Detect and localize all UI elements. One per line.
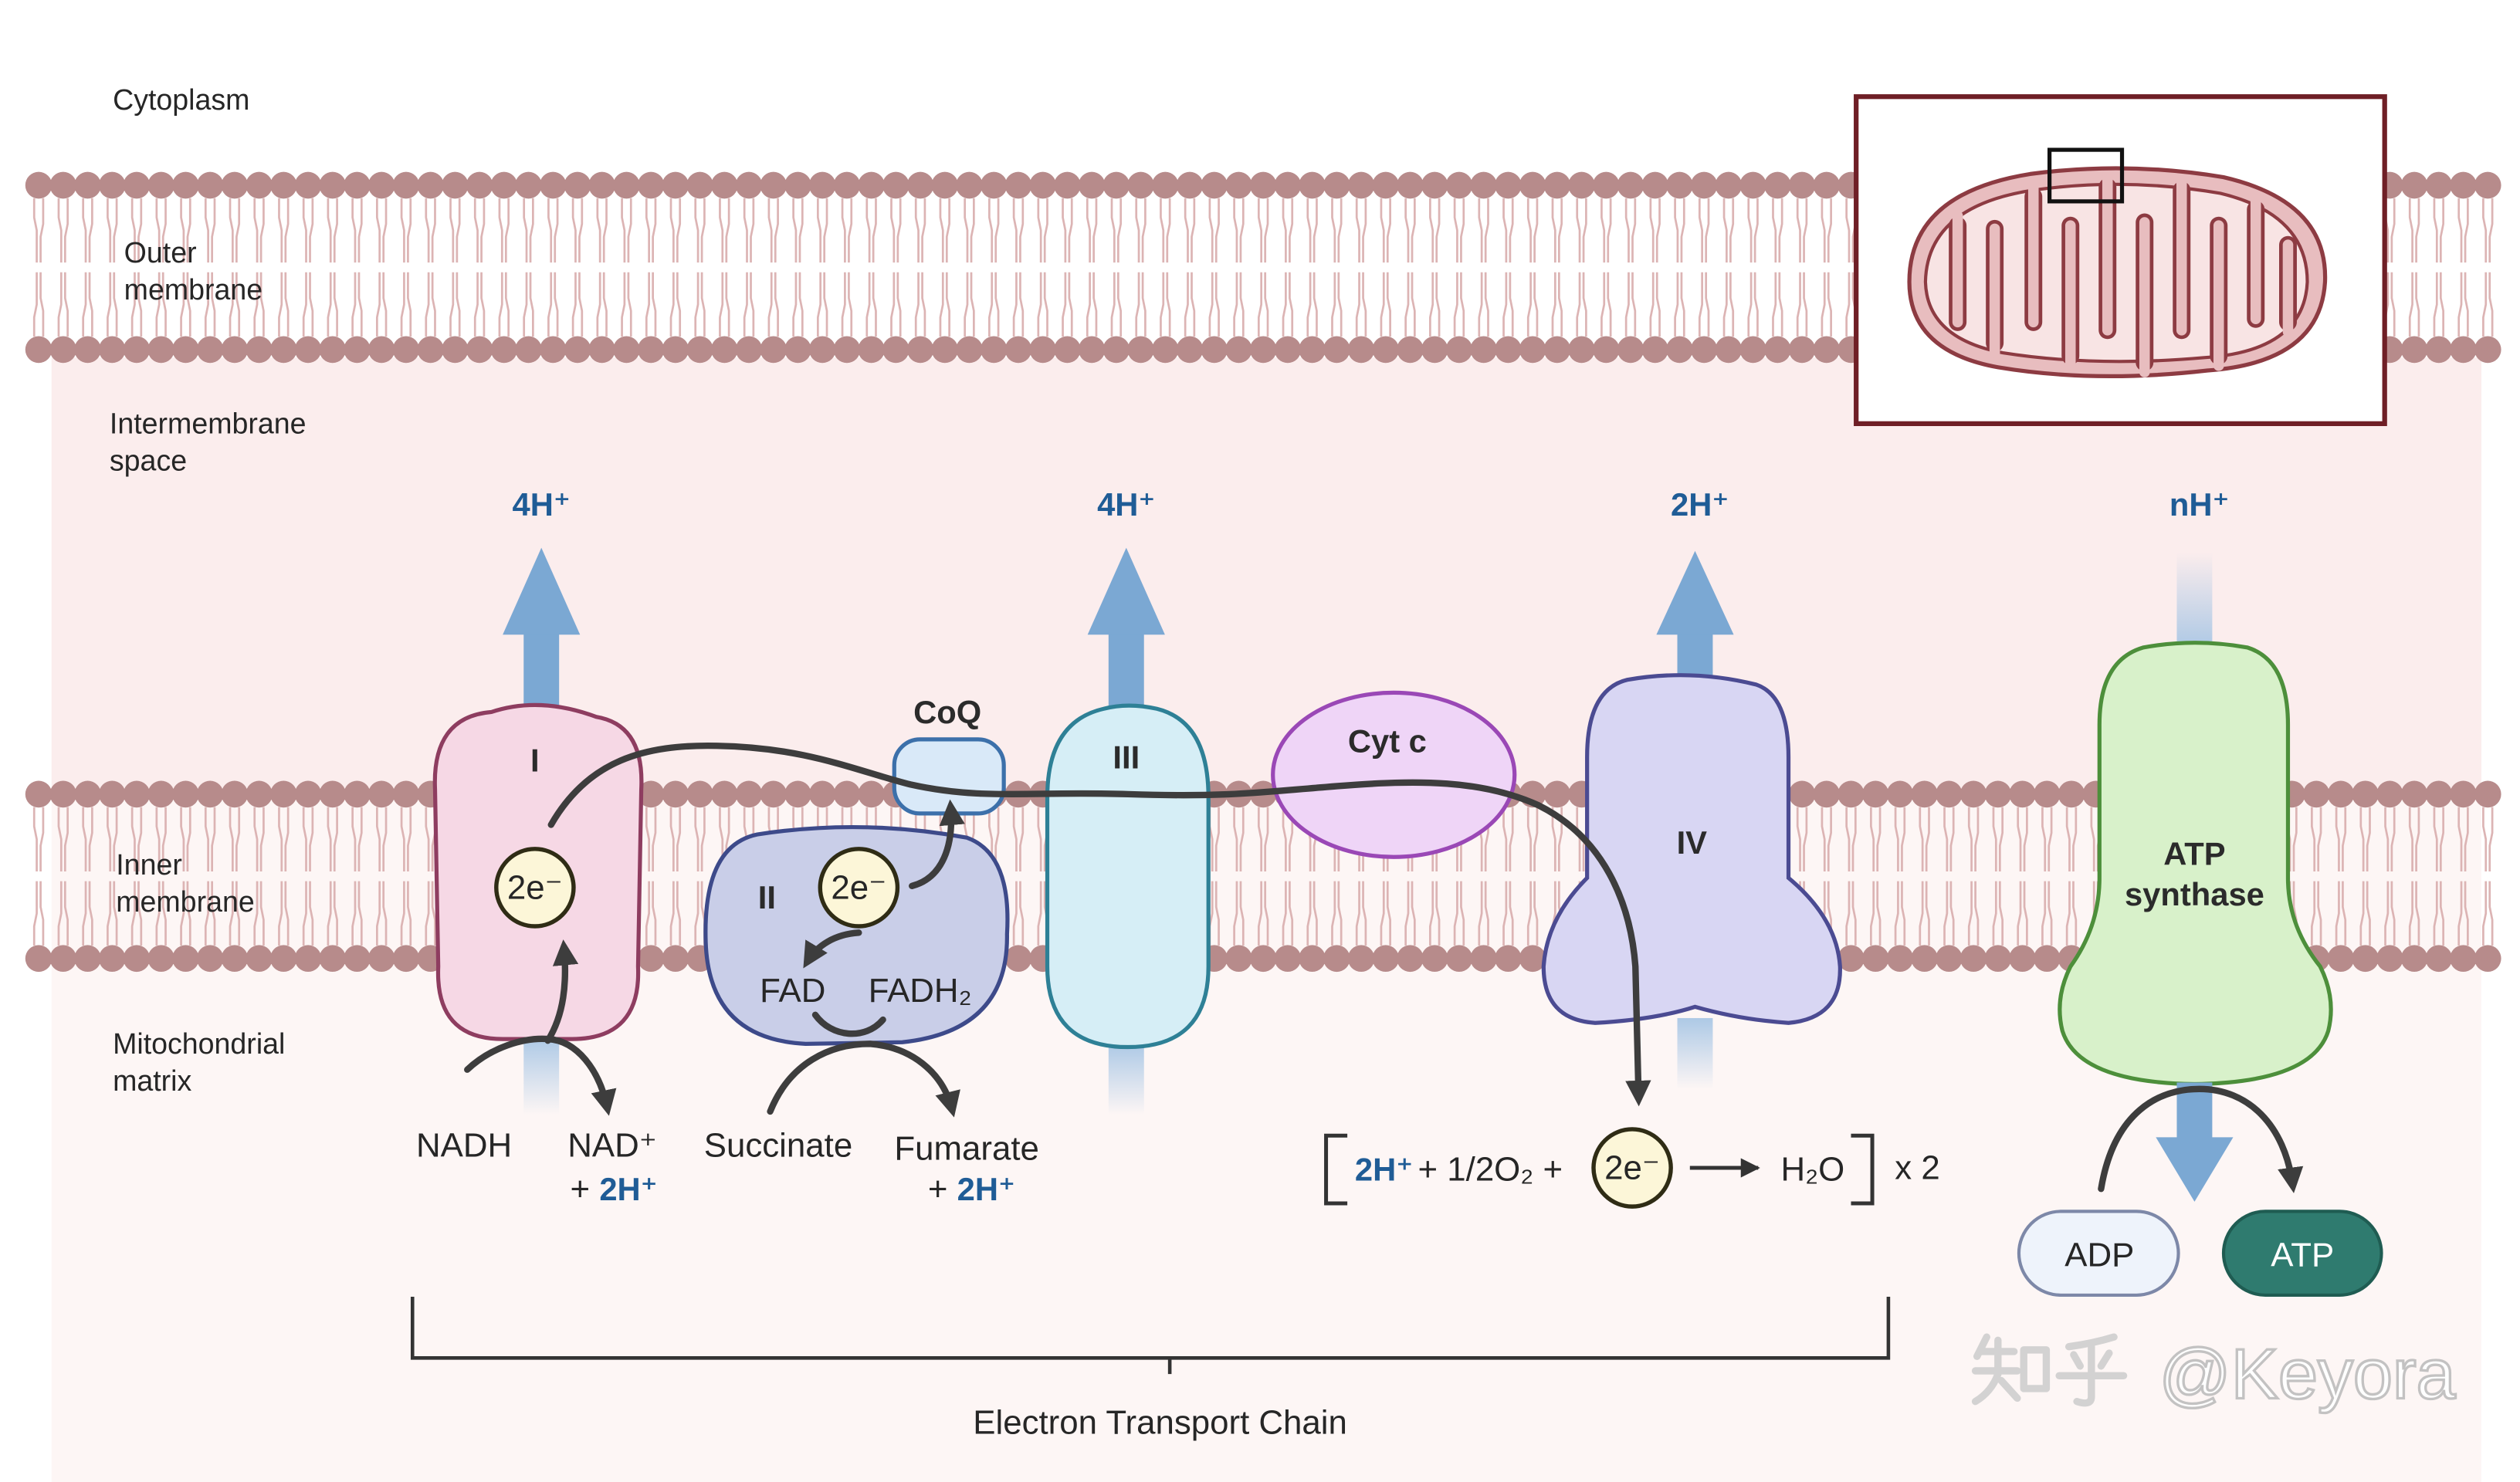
proton-arrow-shaft bbox=[1108, 633, 1144, 714]
electron-circle bbox=[494, 847, 576, 929]
adp-to-atp-arrow bbox=[2098, 1085, 2304, 1193]
cyt-c bbox=[1271, 690, 1517, 859]
proton-arrow-down-icon bbox=[2156, 1137, 2234, 1202]
fumarate-label: Fumarate bbox=[894, 1130, 1039, 1168]
proton-count: 2H⁺ bbox=[599, 1171, 657, 1207]
inner-membrane-label-line1: Inner bbox=[116, 848, 182, 881]
inner-membrane-label-line2: membrane bbox=[116, 885, 254, 918]
nadh-electron-arrow bbox=[544, 939, 579, 1044]
watermark-logo-glyph-1 bbox=[1971, 1333, 2051, 1406]
electron-label: 2e⁻ bbox=[831, 869, 886, 907]
proton-count: 2H⁺ bbox=[957, 1171, 1015, 1207]
complex-ii-to-coq-arrow bbox=[909, 799, 965, 889]
atp-synthase-label-line2: synthase bbox=[2125, 876, 2264, 912]
matrix-label-line1: Mitochondrial bbox=[113, 1027, 285, 1060]
complex-ii-label: II bbox=[758, 879, 776, 915]
fadh2-to-fad-arrow bbox=[803, 929, 862, 969]
proton-arrow-complex-i bbox=[503, 547, 581, 714]
intermembrane-space-region bbox=[51, 357, 2481, 790]
electron-label: 2e⁻ bbox=[507, 869, 563, 907]
proton-arrow-complex-iii bbox=[1087, 547, 1165, 714]
outer-membrane-label-line2: membrane bbox=[124, 273, 262, 306]
nadh-label: NADH bbox=[416, 1126, 512, 1164]
equation-left-bracket bbox=[1324, 1133, 1348, 1206]
atp-pill-shape bbox=[2221, 1210, 2383, 1297]
proton-channel-fade-complex-i bbox=[523, 1037, 560, 1115]
intermembrane-space-label-line1: Intermembrane bbox=[110, 407, 307, 439]
fumarate-protons-label: + 2H⁺ bbox=[928, 1170, 1015, 1208]
coq-label: CoQ bbox=[913, 694, 981, 730]
proton-arrow-up-icon bbox=[503, 547, 581, 635]
proton-arrow-up-icon bbox=[1087, 547, 1165, 635]
inset-zoom-box bbox=[2048, 147, 2125, 204]
outer-membrane-label-line1: Outer bbox=[124, 236, 197, 269]
watermark: @Keyora bbox=[1971, 1333, 2457, 1415]
complex-iv bbox=[1541, 673, 1842, 1025]
electron-circle bbox=[818, 847, 900, 929]
atp-synthase-label-line1: ATP bbox=[2163, 836, 2225, 872]
nad-protons-label: + 2H⁺ bbox=[571, 1170, 658, 1208]
fad-label: FAD bbox=[760, 972, 825, 1010]
complex-iii-label: III bbox=[1113, 739, 1140, 775]
equation-electrons: 2e⁻ bbox=[1604, 1149, 1660, 1187]
proton-channel-fade-complex-iii bbox=[1108, 1044, 1144, 1115]
fad-cycle-arc bbox=[811, 1011, 886, 1037]
matrix-label-line2: matrix bbox=[113, 1064, 191, 1097]
intermembrane-space-label-line2: space bbox=[110, 444, 187, 476]
proton-label-complex-iv: 2H⁺ bbox=[1671, 486, 1729, 523]
inner-membrane-lower-heads bbox=[25, 945, 2501, 973]
equation-protons: 2H⁺ bbox=[1355, 1152, 1413, 1188]
watermark-logo-glyph-2 bbox=[2055, 1333, 2128, 1407]
adp-label: ADP bbox=[2064, 1236, 2134, 1274]
atp-pill: ATP bbox=[2221, 1210, 2383, 1297]
proton-arrow-up-icon bbox=[1656, 550, 1734, 635]
mitochondrion-cristae bbox=[1949, 171, 2297, 377]
etc-bracket bbox=[410, 1297, 1891, 1375]
proton-channel-fade-atp-synthase bbox=[2176, 552, 2213, 650]
adp-pill: ADP bbox=[2017, 1210, 2180, 1297]
electron-pair-complex-i: 2e⁻ bbox=[494, 847, 576, 929]
equation-oxygen-term: + 1/2O₂ + bbox=[1418, 1151, 1563, 1189]
atp-label: ATP bbox=[2271, 1236, 2334, 1274]
fadh2-label: FADH₂ bbox=[869, 972, 972, 1010]
equation-multiplier: x 2 bbox=[1895, 1149, 1939, 1187]
electron-flow-arrow bbox=[547, 742, 1651, 1107]
plus-sign: + bbox=[928, 1170, 948, 1208]
complex-iv-label: IV bbox=[1677, 824, 1708, 861]
adp-pill-shape bbox=[2017, 1210, 2180, 1297]
proton-arrow-shaft bbox=[523, 633, 560, 714]
succinate-label: Succinate bbox=[704, 1126, 852, 1164]
succinate-to-fumarate-arrow bbox=[767, 1040, 960, 1118]
watermark-handle: @Keyora bbox=[2159, 1335, 2457, 1413]
nad-label: NAD⁺ bbox=[567, 1126, 657, 1164]
cyt-c-label: Cyt c bbox=[1348, 723, 1427, 760]
water-formation-equation: 2H⁺ + 1/2O₂ + 2e⁻ H₂O x 2 bbox=[1324, 1127, 1940, 1209]
electron-pair-complex-ii: 2e⁻ bbox=[818, 847, 900, 929]
proton-label-atp-synthase: nH⁺ bbox=[2169, 486, 2230, 523]
watermark-logo bbox=[1971, 1333, 2128, 1407]
mitochondrion-inset bbox=[1854, 94, 2387, 426]
etc-label: Electron Transport Chain bbox=[973, 1403, 1347, 1441]
equation-electron-circle bbox=[1591, 1127, 1673, 1209]
equation-right-bracket bbox=[1851, 1133, 1875, 1206]
equation-product: H₂O bbox=[1780, 1151, 1844, 1189]
cytoplasm-label: Cytoplasm bbox=[113, 83, 249, 116]
proton-label-complex-iii: 4H⁺ bbox=[1097, 486, 1155, 523]
plus-sign: + bbox=[571, 1170, 591, 1208]
complex-i-label: I bbox=[530, 743, 540, 779]
atp-synthase bbox=[2058, 641, 2333, 1087]
coq bbox=[892, 737, 1006, 816]
proton-label-complex-i: 4H⁺ bbox=[513, 486, 571, 523]
proton-channel-fade-complex-iv bbox=[1677, 1017, 1713, 1089]
